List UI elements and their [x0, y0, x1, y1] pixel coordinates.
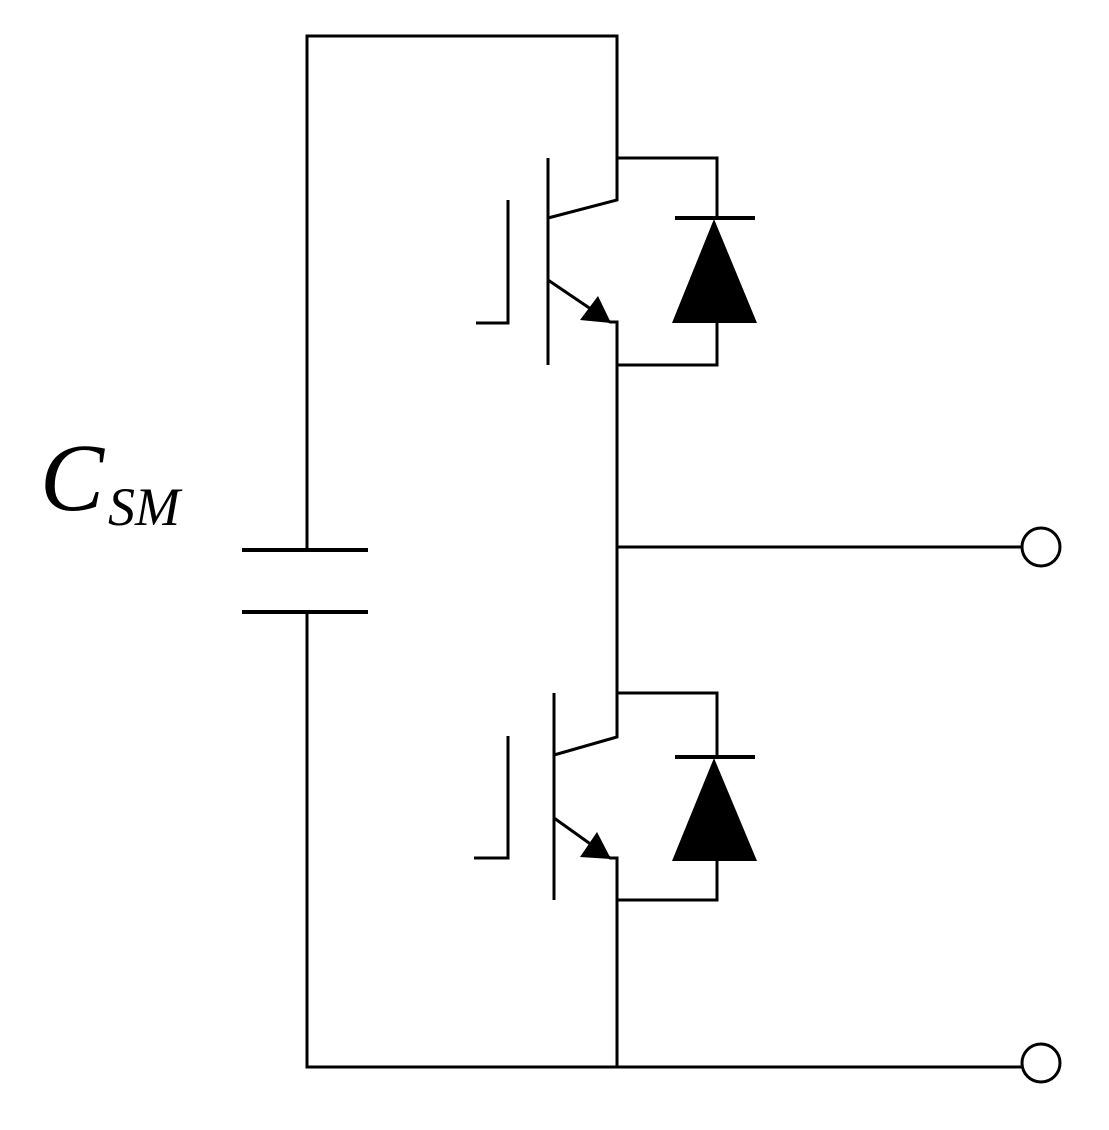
- upper-igbt: [476, 158, 619, 365]
- lower-switch: [474, 691, 757, 902]
- capacitor-label-main: C: [40, 424, 105, 531]
- top-wire: [305, 34, 619, 552]
- capacitor-label-subscript: SM: [108, 477, 183, 537]
- lower-diode-wiring: [615, 691, 719, 902]
- upper-switch: [476, 156, 757, 367]
- lower-igbt: [474, 693, 619, 900]
- capacitor-label: C SM: [40, 424, 183, 537]
- upper-diode-wiring: [615, 156, 719, 367]
- upper-igbt-collector: [547, 158, 619, 220]
- terminal-bottom: [1020, 1042, 1062, 1084]
- lower-igbt-gate: [474, 736, 510, 860]
- terminals: [1020, 526, 1062, 1084]
- upper-igbt-emitter: [547, 278, 619, 365]
- terminal-mid: [1020, 526, 1062, 568]
- lower-diode-triangle: [672, 758, 757, 861]
- upper-igbt-gate: [476, 200, 510, 325]
- lower-diode: [615, 691, 757, 902]
- capacitor: [242, 548, 368, 614]
- lower-igbt-emitter-arrow: [580, 832, 611, 859]
- frame-wires: [305, 34, 1022, 1069]
- lower-igbt-collector: [553, 693, 619, 757]
- lower-igbt-emitter: [553, 816, 619, 900]
- upper-diode-triangle: [672, 219, 757, 323]
- upper-diode: [615, 156, 757, 367]
- upper-igbt-emitter-arrow: [580, 296, 611, 323]
